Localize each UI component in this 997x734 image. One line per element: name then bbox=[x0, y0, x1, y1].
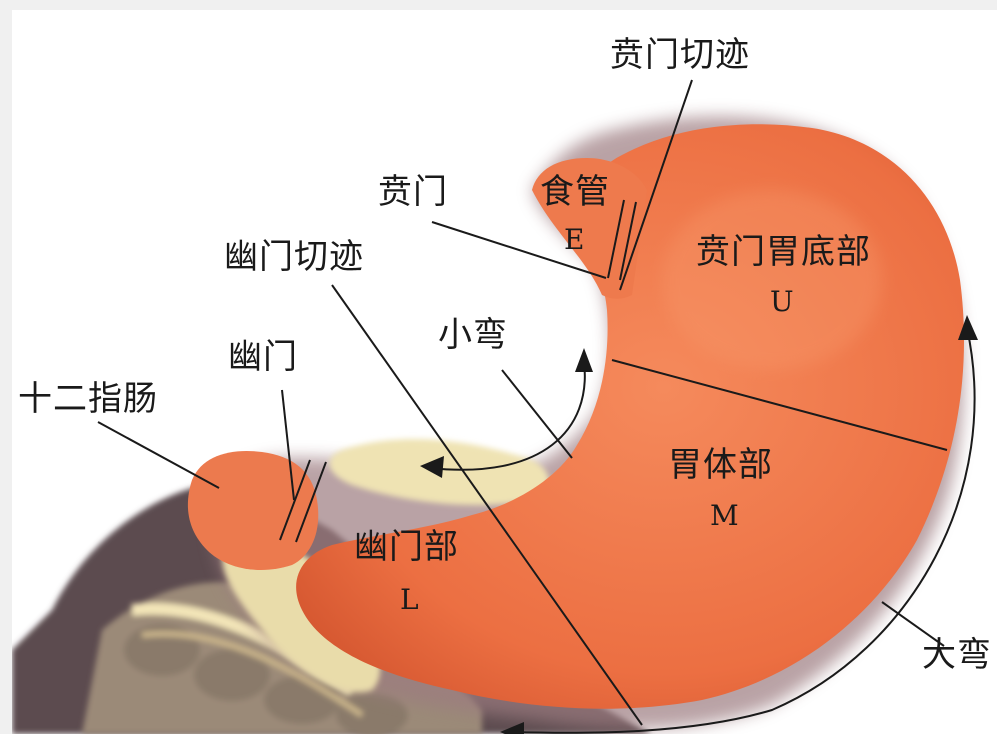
label-body: 胃体部 bbox=[668, 448, 773, 482]
label-pylorus: 幽门 bbox=[228, 340, 298, 374]
label-lesser-curvature: 小弯 bbox=[438, 318, 508, 352]
label-pyloric-part: 幽门部 bbox=[354, 530, 459, 564]
label-pyloric-part-code: L bbox=[400, 586, 420, 614]
label-cardiac-notch: 贲门切迹 bbox=[610, 38, 750, 72]
label-duodenum: 十二指肠 bbox=[18, 382, 158, 416]
label-greater-curvature: 大弯 bbox=[922, 638, 992, 672]
label-body-code: M bbox=[710, 502, 740, 530]
label-pyloric-notch: 幽门切迹 bbox=[224, 240, 364, 274]
label-cardiac-fundus-code: U bbox=[770, 288, 795, 316]
label-cardiac-fundus: 贲门胃底部 bbox=[696, 235, 871, 269]
label-cardia: 贲门 bbox=[378, 175, 448, 209]
diagram-frame: 贲门切迹 贲门 食管 E 幽门切迹 贲门胃底部 U 小弯 幽门 十二指肠 胃体部… bbox=[12, 10, 997, 734]
stomach-illustration bbox=[12, 10, 997, 734]
label-esophagus-code: E bbox=[564, 226, 585, 254]
label-esophagus: 食管 bbox=[540, 175, 610, 209]
